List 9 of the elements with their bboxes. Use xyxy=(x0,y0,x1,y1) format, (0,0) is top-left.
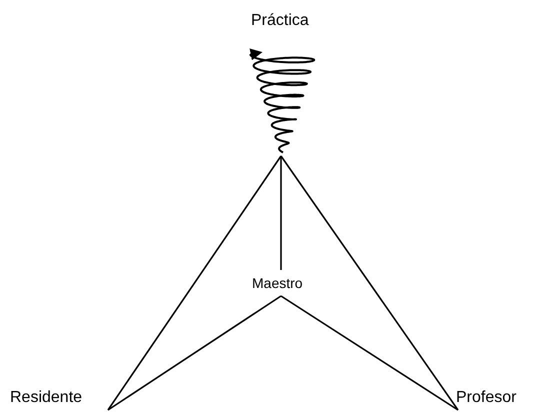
connector-line xyxy=(280,156,459,410)
node-label: Práctica xyxy=(251,12,309,30)
connector-line xyxy=(107,156,282,410)
connector-line xyxy=(280,295,458,411)
connector-line xyxy=(108,295,282,411)
node-label: Profesor xyxy=(456,389,516,407)
node-label: Residente xyxy=(10,389,82,407)
node-label: Maestro xyxy=(252,274,303,292)
connector-line xyxy=(280,156,282,270)
